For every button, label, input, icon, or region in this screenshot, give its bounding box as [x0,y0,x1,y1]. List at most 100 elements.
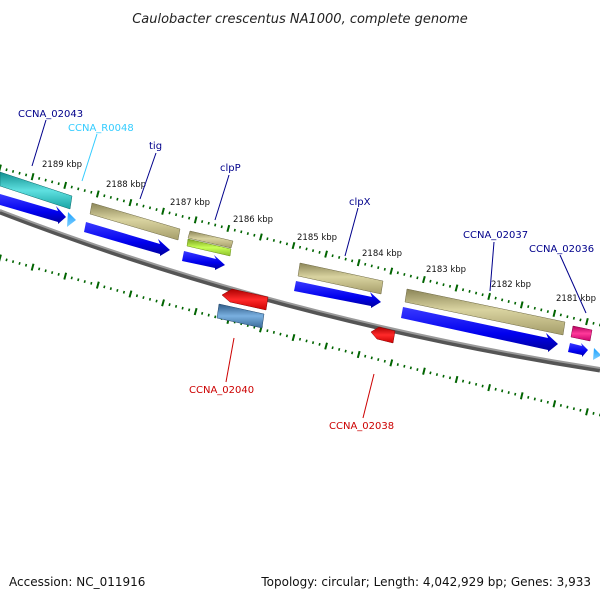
scale-tick [351,259,354,263]
scale-tick [396,271,399,275]
scale-tick [109,195,112,199]
scale-tick [481,384,484,388]
scale-tick [122,290,126,294]
scale-tick [546,400,549,404]
scale-tick [25,173,28,177]
scale-tick [142,204,145,208]
scale-tick [487,292,491,301]
gene-block-CCNA_02043[interactable] [0,171,73,210]
scale-tick [57,272,60,276]
gene-label-clpX[interactable]: clpX [349,197,371,208]
scale-tick [135,294,139,298]
scale-tick [389,359,394,367]
scale-tick [240,230,243,234]
scale-tick [5,168,8,172]
scale-tick [188,308,191,312]
scale-tick [188,216,191,220]
scale-tick [448,284,452,288]
gene-label-CCNA_02040[interactable]: CCNA_02040 [189,385,254,396]
arrow-clpP [182,251,225,270]
gene-block-clpP-lime[interactable] [186,238,232,257]
scale-tick [0,164,2,172]
scale-tick [403,272,406,276]
scale-tick [546,310,549,314]
scale-tick [435,281,439,285]
scale-tick [454,375,459,384]
scale-tick [77,278,80,282]
outer-scale-ticks [0,164,600,327]
scale-label: 2182 kbp [491,280,531,290]
scale-tick [572,407,575,411]
scale-tick [51,271,54,275]
scale-tick [226,224,231,233]
scale-tick [311,249,315,253]
gene-label-CCNA_02036[interactable]: CCNA_02036 [529,244,594,255]
scale-tick [201,220,204,224]
scale-tick [11,169,15,173]
scale-tick [44,269,47,273]
scale-tick [279,240,282,244]
scale-tick [193,307,198,316]
scale-tick [514,392,517,396]
scale-tick [11,260,15,264]
gene-block-clpP[interactable] [187,230,234,249]
scale-tick [416,276,419,280]
scale-tick [214,223,217,227]
gene-block-CCNA_02040-steel[interactable] [216,303,265,329]
scale-tick [338,255,341,259]
scale-labels: 2189 kbp 2188 kbp 2187 kbp 2186 kbp 2185… [42,160,596,304]
gene-label-clpP[interactable]: clpP [220,163,241,174]
genome-backbone-highlight [0,209,600,369]
scale-tick [370,356,373,360]
scale-tick [305,247,308,251]
scale-tick [540,399,543,403]
scale-tick [266,329,269,333]
scale-tick [266,237,269,241]
scale-tick [207,313,210,317]
scale-tick [585,318,589,326]
scale-tick [259,233,263,241]
scale-tick [429,279,432,283]
scale-tick [155,208,158,212]
scale-tick [527,305,530,309]
scale-tick [527,395,530,399]
gene-label-CCNA_02037[interactable]: CCNA_02037 [463,230,528,241]
gene-block-CCNA_02038[interactable] [370,326,396,344]
gene-label-tig[interactable]: tig [149,141,162,152]
gene-label-CCNA_R0048[interactable]: CCNA_R0048 [68,123,134,134]
scale-tick [540,308,543,312]
scale-label: 2189 kbp [42,160,82,170]
scale-tick [103,285,106,289]
scale-tick [122,199,125,203]
gene-block-tig[interactable] [89,202,181,241]
scale-tick [422,367,426,375]
scale-tick [5,258,8,262]
inner-scale-ticks [0,254,600,417]
gene-block-CCNA_02037[interactable] [404,288,566,336]
scale-tick [422,275,426,284]
scale-tick [487,384,491,392]
scale-tick [461,379,465,383]
scale-tick [24,263,28,267]
scale-tick [95,190,100,198]
gene-block-clpX[interactable] [297,262,384,295]
scale-tick [533,306,536,310]
scale-tick [44,178,47,182]
gene-block-CCNA_02036[interactable] [570,325,593,342]
scale-tick [566,405,569,409]
scale-tick [0,254,2,262]
scale-tick [38,267,41,271]
scale-tick [148,297,152,301]
scale-tick [389,267,394,275]
scale-tick [481,293,484,297]
gene-block-CCNA_02040[interactable] [221,288,269,311]
scale-tick [448,376,452,380]
scale-tick [318,250,321,254]
scale-tick [201,311,204,315]
arrow-clpX [294,281,381,308]
scale-tick [51,180,54,184]
scale-tick [161,207,165,215]
gene-label-CCNA_02038[interactable]: CCNA_02038 [329,421,394,432]
gene-label-CCNA_02043[interactable]: CCNA_02043 [18,109,83,120]
